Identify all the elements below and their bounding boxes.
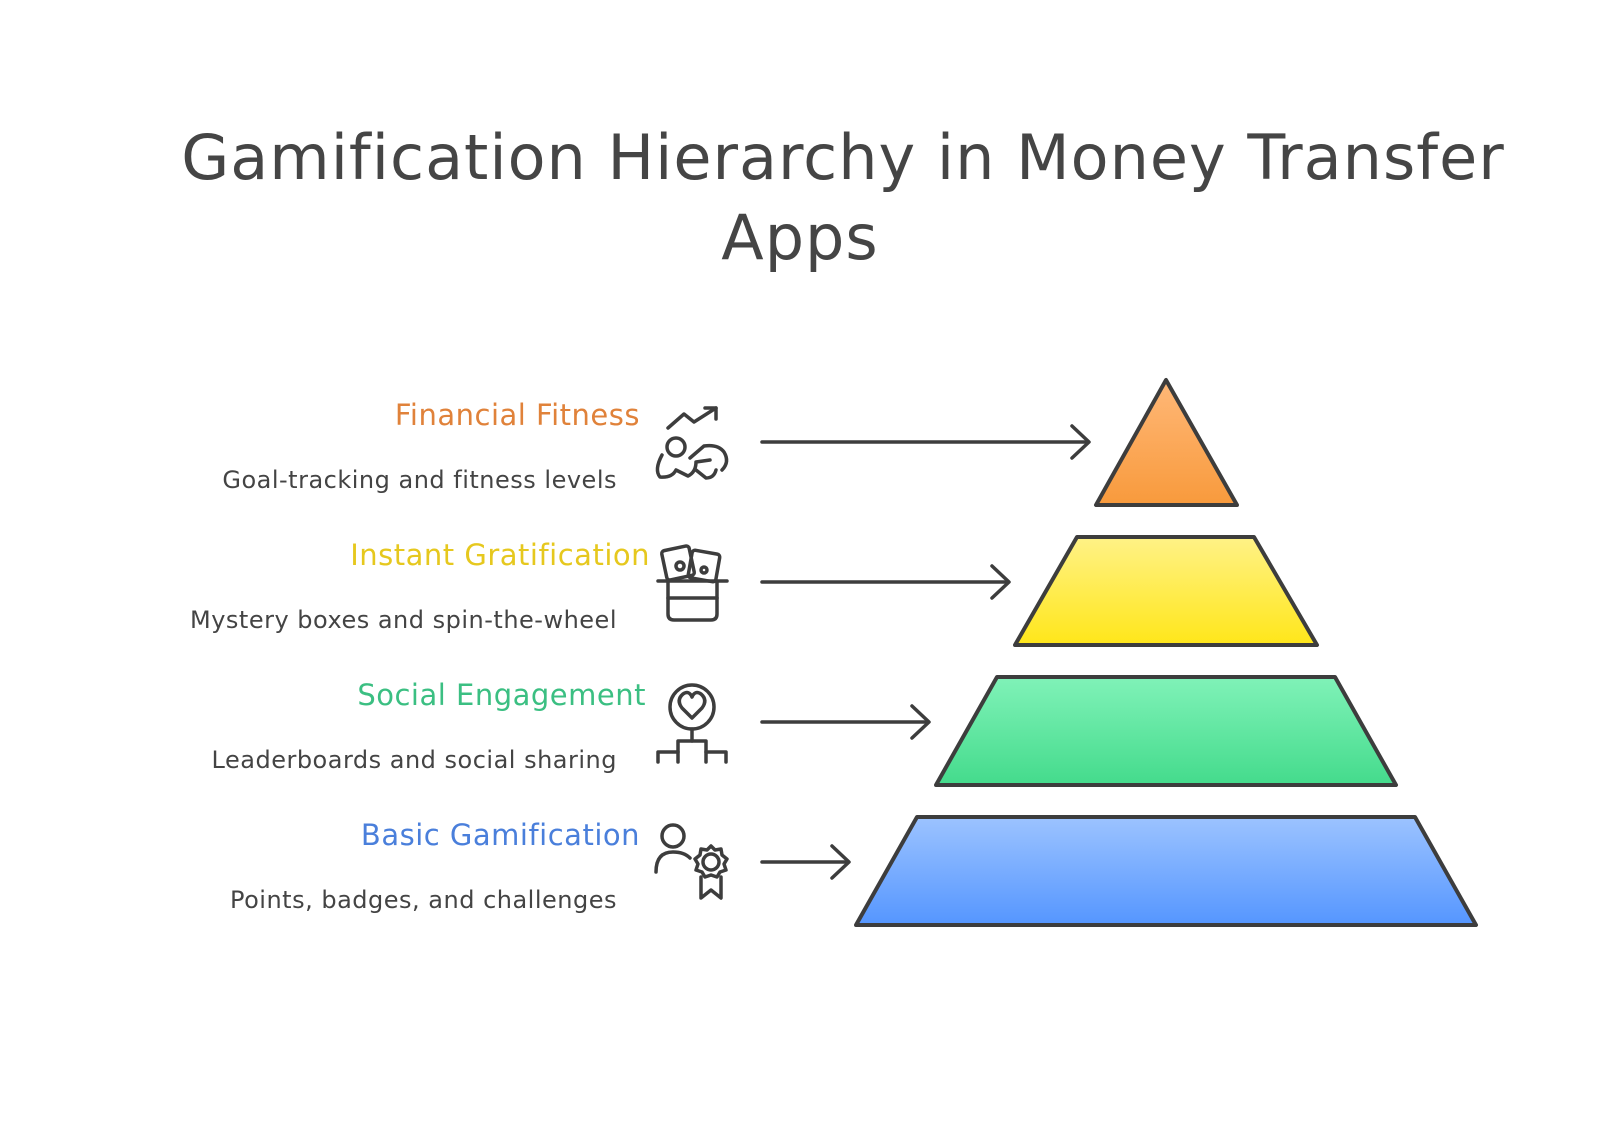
level-label-instant-gratification: Instant Gratification (350, 538, 650, 572)
title-line-1: Gamification Hierarchy in Money Transfer (181, 121, 1505, 194)
arrow-instant-gratification (760, 564, 1011, 600)
arrow-basic-gamification (760, 844, 851, 880)
level-label-basic-gamification: Basic Gamification (360, 818, 640, 852)
arrow-financial-fitness (760, 424, 1091, 460)
level-desc-financial-fitness: Goal-tracking and fitness levels (222, 466, 617, 494)
level-label-social-engagement: Social Engagement (357, 678, 646, 712)
fitness-trend-icon (655, 406, 729, 480)
arrow-social-engagement (760, 704, 931, 740)
pyramid-tier-financial-fitness (1094, 378, 1239, 507)
level-desc-instant-gratification: Mystery boxes and spin-the-wheel (190, 606, 617, 634)
diagram-title: Gamification Hierarchy in Money Transfer… (0, 118, 1600, 278)
mystery-box-icon (656, 544, 729, 622)
pyramid-tier-social-engagement (934, 675, 1398, 787)
user-badge-icon (654, 823, 729, 900)
pyramid-tier-instant-gratification (1013, 535, 1319, 647)
level-desc-basic-gamification: Points, badges, and challenges (230, 886, 617, 914)
level-label-financial-fitness: Financial Fitness (394, 398, 640, 432)
pyramid-tier-basic-gamification (854, 815, 1478, 927)
title-line-2: Apps (721, 201, 879, 274)
level-desc-social-engagement: Leaderboards and social sharing (211, 746, 617, 774)
leaderboard-heart-icon (656, 683, 728, 764)
